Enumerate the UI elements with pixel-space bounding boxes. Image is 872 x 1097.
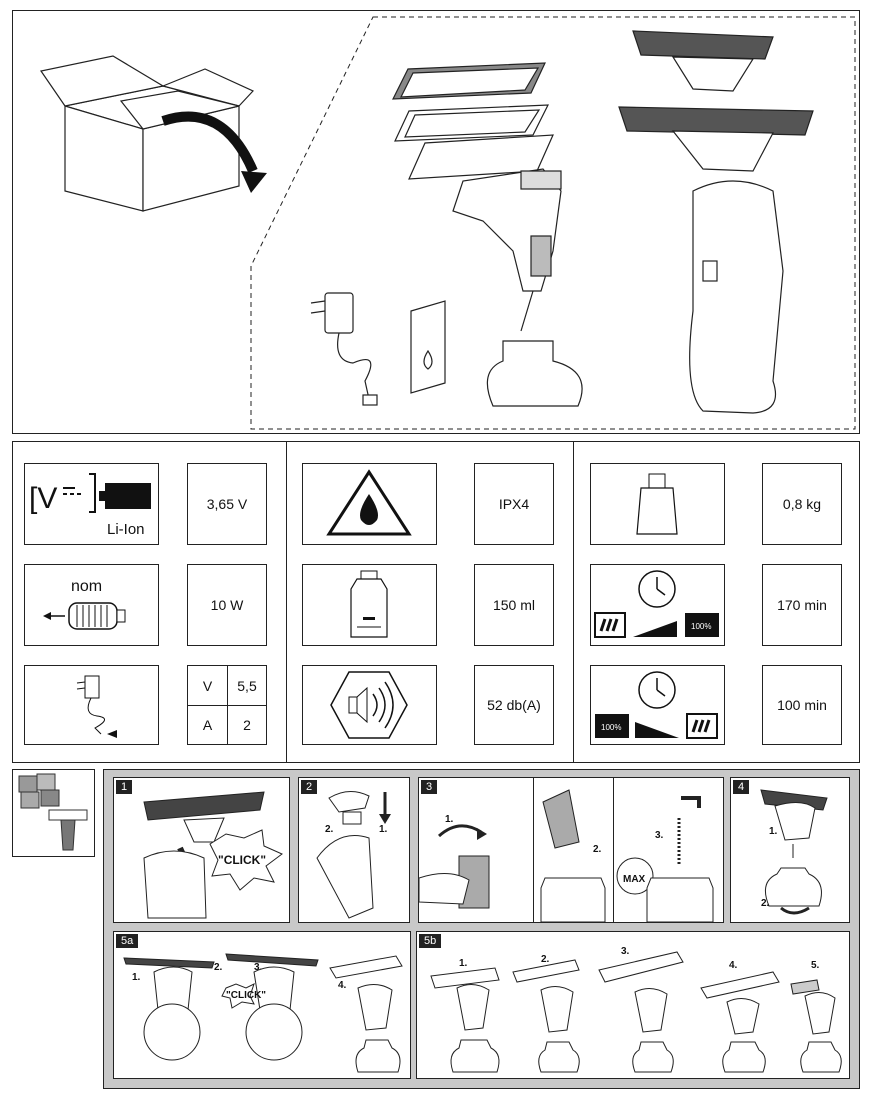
charging-time-value: 100 min (762, 665, 842, 745)
step-1-click-text: "CLICK" (218, 853, 266, 867)
spray-bottle-icon (452, 168, 583, 407)
charger-icon (310, 292, 378, 406)
svg-text:MAX: MAX (623, 874, 646, 885)
scope-of-delivery-illustration (39, 16, 856, 430)
svg-text:2.: 2. (325, 824, 334, 835)
leaflet-icon (410, 300, 446, 394)
svg-text:1.: 1. (132, 972, 141, 983)
protection-class-value: IPX4 (474, 463, 554, 545)
svg-text:3.: 3. (655, 830, 664, 841)
svg-text:1.: 1. (769, 826, 778, 837)
charger-voltage-value: 5,5 (237, 677, 257, 694)
step-4-number: 4 (733, 780, 750, 794)
svg-text:1.: 1. (379, 824, 388, 835)
svg-text:3.: 3. (254, 962, 263, 973)
step-3-number: 3 (421, 780, 438, 794)
weight-value: 0,8 kg (762, 463, 842, 545)
runtime-icon: 100% (590, 564, 725, 646)
svg-text:100%: 100% (601, 723, 621, 732)
step-4-panel: 4 1. 2. (730, 777, 850, 923)
svg-text:[V: [V (29, 482, 57, 515)
battery-type-label: Li-Ion (107, 521, 145, 538)
battery-voltage-value: 3,65 V (187, 463, 267, 545)
svg-text:2.: 2. (541, 954, 550, 965)
step-2-panel: 2 1. 2. (298, 777, 410, 923)
step-5a-panel: 5a 1. 2. 3. "CLICK" 4. (113, 931, 411, 1079)
assembly-puzzle-icon (12, 769, 95, 857)
step-5b-panel: 5b 1. 2. 3. 4. 5. (416, 931, 850, 1079)
motor-power-value: 10 W (187, 564, 267, 646)
noise-level-icon (302, 665, 437, 745)
step-5b-number: 5b (419, 934, 442, 948)
charging-time-icon: 100% (590, 665, 725, 745)
svg-text:nom: nom (71, 578, 102, 595)
svg-text:2.: 2. (761, 898, 770, 909)
svg-text:2.: 2. (593, 844, 602, 855)
splash-protection-icon (302, 463, 437, 545)
svg-text:1.: 1. (459, 958, 468, 969)
package-box-icon (39, 55, 255, 212)
noise-level-value: 52 db(A) (474, 665, 554, 745)
step-1-panel: 1 "CLICK" (113, 777, 290, 923)
runtime-value: 170 min (762, 564, 842, 646)
unpack-arrow-icon (161, 111, 258, 173)
charger-spec-icon (24, 665, 159, 745)
svg-text:4.: 4. (338, 980, 347, 991)
charger-current-value: 2 (243, 717, 251, 733)
step-1-number: 1 (116, 780, 133, 794)
tank-capacity-value: 150 ml (474, 564, 554, 646)
motor-power-icon: nom (24, 564, 159, 646)
step-5a-number: 5a (116, 934, 139, 948)
svg-text:3.: 3. (621, 946, 630, 957)
battery-voltage-icon: [V Li-Ion (24, 463, 159, 545)
step-2-number: 2 (301, 780, 318, 794)
weight-icon (590, 463, 725, 545)
svg-text:100%: 100% (691, 622, 711, 631)
svg-text:1.: 1. (445, 814, 454, 825)
svg-text:5.: 5. (811, 960, 820, 971)
svg-text:2.: 2. (214, 962, 223, 973)
svg-text:"CLICK": "CLICK" (226, 990, 266, 1001)
svg-text:4.: 4. (729, 960, 738, 971)
scope-of-delivery-panel (12, 10, 860, 434)
charger-current-label: A (202, 717, 213, 733)
charger-voltage-label: V (202, 677, 213, 694)
charger-spec-table: V 5,5 A 2 (187, 665, 267, 745)
window-vac-icon (618, 30, 814, 414)
tank-capacity-icon (302, 564, 437, 646)
step-3-panel: 3 1. 2. 3. MAX (418, 777, 724, 923)
